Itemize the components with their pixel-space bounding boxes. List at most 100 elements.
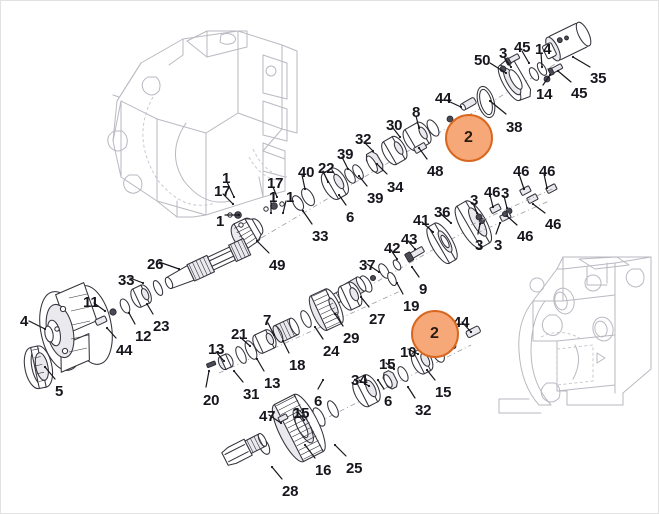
highlight-label: 2 [430, 325, 439, 342]
leader-tip [540, 65, 544, 69]
part-callout-33: 33 [118, 272, 135, 289]
leader-line [411, 266, 420, 278]
leader-tip [376, 378, 380, 382]
part-callout-46: 46 [517, 228, 534, 245]
leader-line [338, 194, 347, 206]
part-callout-3: 3 [475, 237, 484, 254]
left-bellhousing-outline [107, 30, 298, 218]
leader-tip [272, 333, 276, 337]
leader-tip [141, 281, 145, 285]
leader-line [268, 414, 282, 424]
leader-line [385, 362, 395, 370]
leader-tip [545, 186, 549, 190]
highlight-label: 2 [464, 129, 473, 146]
leader-line [418, 147, 428, 160]
leader-line [376, 163, 388, 175]
leader-line [543, 173, 548, 189]
leader-tip [232, 195, 236, 199]
leader-line [128, 312, 136, 325]
leader-tip [302, 418, 306, 422]
leader-line [314, 326, 324, 340]
leader-line [407, 348, 419, 355]
leader-tip [431, 230, 435, 234]
leader-line [377, 379, 385, 390]
part-callout-46: 46 [513, 163, 530, 180]
bolt-washer-cluster [470, 183, 558, 234]
part-callout-1: 1 [216, 213, 225, 230]
leader-line [358, 379, 370, 387]
leader-line [106, 327, 117, 339]
leader-line [421, 221, 434, 233]
leader-line [44, 366, 56, 380]
leader-tip [321, 378, 325, 382]
leader-line [521, 50, 530, 64]
leader-line [495, 222, 501, 235]
leader-tip [337, 193, 341, 197]
leader-tip [498, 221, 502, 225]
part-callout-13: 13 [208, 341, 225, 358]
leader-line [518, 173, 525, 190]
part-callout-17: 17 [267, 175, 284, 192]
part-callout-3: 3 [499, 45, 508, 62]
part-callout-14: 14 [535, 41, 552, 58]
leader-tip [505, 206, 509, 210]
leader-line [158, 261, 180, 270]
leader-tip [281, 211, 285, 215]
part-callout-6: 6 [314, 393, 323, 410]
leader-tip [417, 146, 421, 150]
leader-tip [504, 71, 508, 75]
part-callout-47: 47 [259, 408, 276, 425]
leader-tip [346, 167, 350, 171]
upper-assembly-parts [206, 21, 592, 270]
part-callout-3: 3 [501, 185, 510, 202]
part-callout-10: 10 [400, 344, 417, 361]
leader-line [304, 444, 316, 459]
leader-tip [406, 385, 410, 389]
part-callout-32: 32 [355, 131, 372, 148]
leader-line [317, 379, 324, 390]
highlight-circle[interactable] [411, 310, 459, 358]
part-callout-26: 26 [147, 256, 164, 273]
leader-line [506, 215, 518, 226]
leader-tip [43, 327, 47, 331]
leader-line [472, 202, 478, 214]
leader-line [489, 194, 494, 208]
part-callout-3: 3 [494, 237, 503, 254]
leader-tip [359, 295, 363, 299]
leader-line [407, 386, 416, 399]
leader-tip [488, 99, 492, 103]
part-callout-42: 42 [384, 240, 401, 257]
leader-tip [527, 61, 531, 65]
leader-line [358, 175, 368, 187]
leader-line [540, 52, 543, 68]
highlight-circle[interactable] [445, 114, 493, 162]
leader-tip [303, 187, 307, 191]
part-callout-32: 32 [415, 402, 432, 419]
leader-tip [232, 369, 236, 373]
part-callout-15: 15 [435, 384, 452, 401]
leader-line [282, 200, 287, 214]
leader-tip [478, 222, 482, 226]
leader-line [205, 370, 210, 388]
leader-line [282, 340, 290, 354]
leader-line [215, 351, 225, 362]
part-callout-22: 22 [318, 160, 335, 177]
leader-tip [357, 174, 361, 178]
part-callout-15: 15 [379, 356, 396, 373]
part-callout-45: 45 [571, 85, 588, 102]
leader-line [297, 411, 305, 421]
part-callout-7: 7 [263, 312, 272, 329]
part-callout-33: 33 [312, 228, 329, 245]
leader-line [542, 74, 551, 86]
part-callout-12: 12 [135, 328, 152, 345]
leader-line [360, 296, 370, 308]
leader-line [256, 358, 265, 372]
leader-tip [413, 247, 417, 251]
part-callout-4: 4 [20, 313, 29, 330]
leader-line [489, 100, 507, 115]
leader-line [233, 370, 244, 383]
leader-tip [105, 326, 109, 330]
part-callout-38: 38 [506, 119, 523, 136]
part-callout-1: 1 [286, 189, 295, 206]
